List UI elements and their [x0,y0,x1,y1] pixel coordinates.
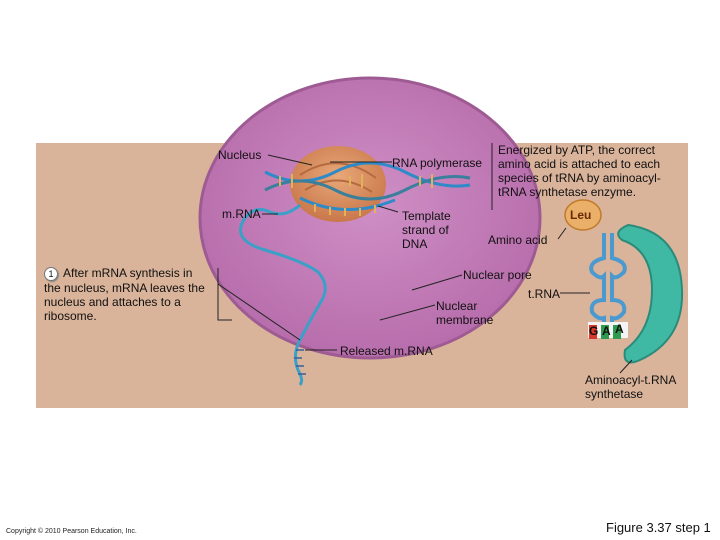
amino-acid-label: Amino acid [488,233,548,247]
anticodon-a1: A [602,324,611,338]
energized-text: Energized by ATP, the correct amino acid… [498,143,661,199]
leu-label: Leu [570,208,592,222]
dna-helix [264,161,471,201]
nucleus [198,76,542,360]
template-strand [299,196,396,212]
template-strand-label: Template strand of DNA [402,209,451,251]
synthetase-enzyme [617,223,684,364]
rna-polymerase-label: RNA polymerase [392,156,483,170]
step-line: the nucleus, mRNA leaves the [44,281,205,295]
step-line: After mRNA synthesis in [63,266,193,280]
mrna-label: m.RNA [222,207,261,221]
copyright-text: Copyright © 2010 Pearson Education, Inc. [6,528,137,535]
energized-line: tRNA synthetase enzyme. [498,185,637,199]
step-line: ribosome. [44,309,97,323]
energized-line: Energized by ATP, the correct [498,143,655,157]
figure-caption: Figure 3.37 step 1 [606,520,711,535]
step-line: nucleus and attaches to a [44,295,181,309]
energized-line: species of tRNA by aminoacyl- [498,171,661,185]
membrane-line: Nuclear [436,299,478,313]
dna-rungs [279,174,433,188]
released-mrna-label: Released m.RNA [340,344,433,358]
membrane-line: membrane [436,313,494,327]
template-line: DNA [402,237,428,251]
trna-molecule [589,233,627,326]
mrna-strand [239,203,327,341]
synthetase-line: synthetase [585,387,644,401]
leu-amino-acid [564,199,602,231]
nucleus-label: Nucleus [218,148,262,162]
energized-line: amino acid is attached to each [498,157,661,171]
step-number-badge: 1 [44,267,58,281]
nuclear-pore-label: Nuclear pore [463,268,532,282]
released-mrna [293,339,304,386]
leader-lines [217,143,633,374]
template-line: strand of [402,223,449,237]
synthetase-line: Aminoacyl-t.RNA [585,373,677,387]
nucleolus [290,146,386,222]
template-line: Template [402,209,451,223]
anticodon-a2: A [615,322,624,336]
nuclear-membrane-label: Nuclear membrane [436,299,493,327]
anticodon-g: G [589,324,599,338]
synthetase-label: Aminoacyl-t.RNA synthetase [585,373,676,401]
step-1-text: 1 After mRNA synthesis in the nucleus, mR… [44,266,205,323]
trna-label: t.RNA [528,287,561,301]
